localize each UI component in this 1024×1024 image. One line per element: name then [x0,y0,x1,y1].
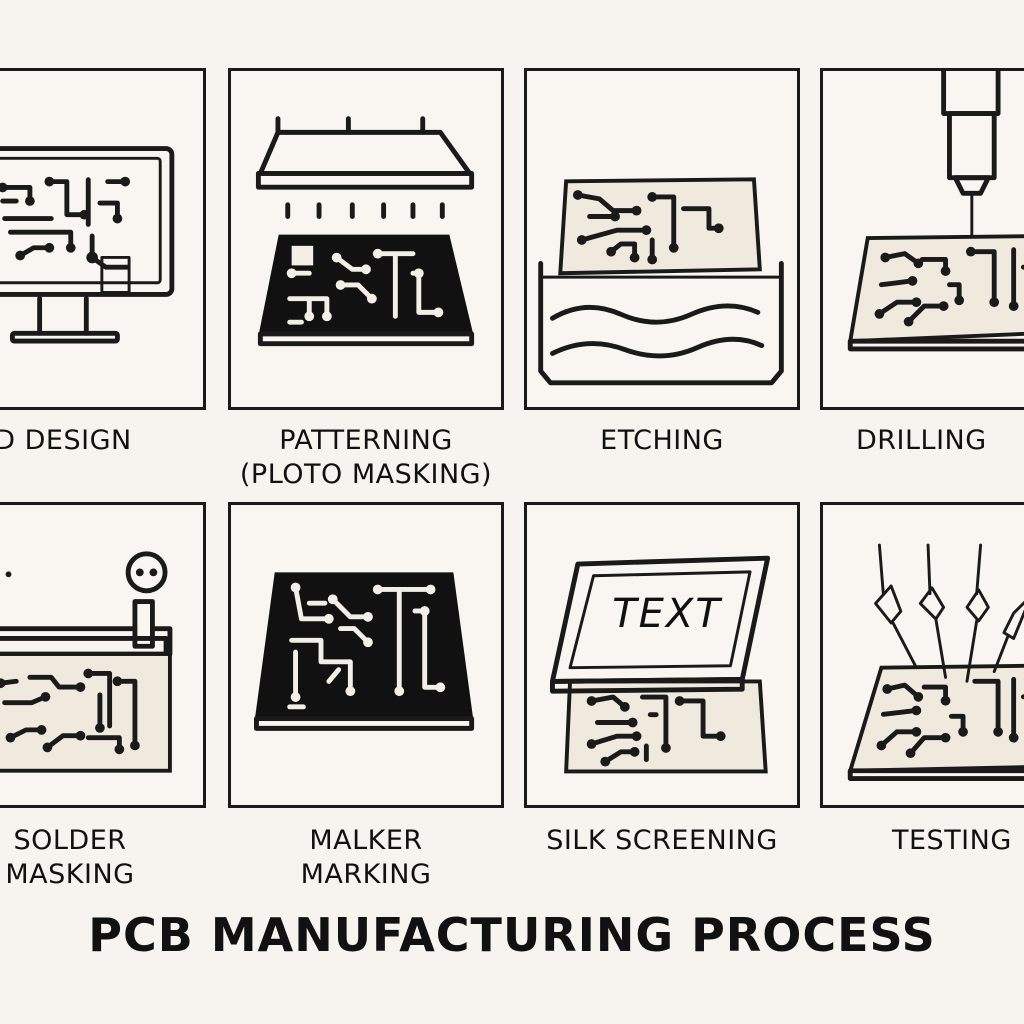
solder-mask-applicator-icon [0,551,173,773]
step-label-marker-marking: MALKER MARKING [300,825,432,890]
step-label-silk-screening: SILK SCREENING [546,825,778,856]
page-title: PCB MANUFACTURING PROCESS [88,908,936,962]
step-label-testing: TESTING [892,825,1012,856]
step-label-drilling: DRILLING [856,425,987,456]
step-panel-design [0,68,206,410]
step-label-etching: ETCHING [600,425,724,456]
marked-board-icon [253,572,475,731]
step-panel-drilling [820,68,1024,410]
step-label-solder-masking: SOLDER MASKING [5,825,135,890]
step-panel-solder-masking [0,502,206,808]
exposure-lamp-icon [255,116,475,347]
step-panel-silk-screening: TEXT [524,502,800,808]
etching-tank-icon [538,177,784,386]
monitor-icon [0,146,175,344]
silk-screen-text: TEXT [612,591,722,637]
step-panel-etching [524,68,800,410]
step-panel-marker-marking [228,502,504,808]
step-panel-testing [820,502,1024,808]
silk-screen-icon [549,555,771,774]
step-panel-patterning [228,68,504,410]
drill-icon [847,71,1024,352]
step-label-design: D DESIGN [0,425,132,456]
step-label-patterning: PATTERNING (PLOTO MASKING) [239,425,493,490]
test-probes-icon [847,543,1024,781]
